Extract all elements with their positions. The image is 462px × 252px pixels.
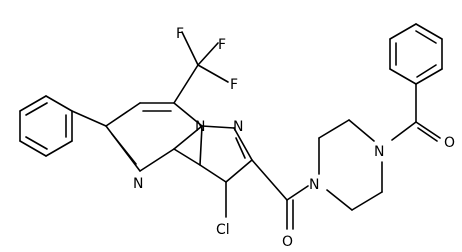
piperazine-ring [318, 119, 383, 211]
atom-label-layer: F F F N N N Cl O N N O [133, 26, 455, 250]
atom-n-piperazine-right: N [374, 144, 384, 160]
atom-f-lower-right: F [230, 77, 238, 93]
bond-phenyl-pyrimidine [71, 110, 107, 127]
amide-carbonyl [251, 159, 309, 230]
atom-f-upper-right: F [218, 37, 226, 53]
atom-cl: Cl [216, 222, 230, 238]
pyrimidine-ring [105, 102, 203, 172]
phenyl-ring-right [389, 23, 443, 85]
benzoyl-carbonyl [391, 83, 441, 142]
atom-o-amide: O [282, 234, 293, 250]
trifluoromethyl-group [173, 31, 229, 104]
atom-n-bridgehead: N [195, 119, 205, 135]
atom-n-pyrazole: N [233, 119, 243, 135]
bond-layer [19, 23, 443, 230]
atom-f-top: F [176, 26, 184, 42]
phenyl-ring-left [19, 95, 73, 157]
atom-o-benzoyl: O [444, 135, 455, 151]
pyrazole-ring [173, 125, 253, 183]
atom-n-pyrimidine: N [133, 176, 143, 192]
atom-n-piperazine-left: N [309, 177, 319, 193]
